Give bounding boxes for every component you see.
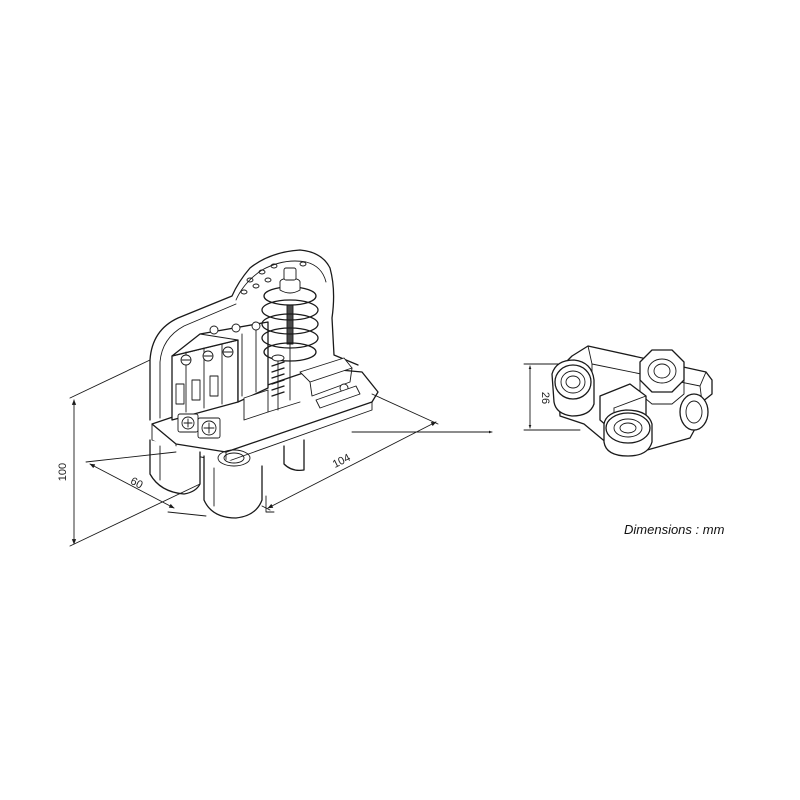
cover-outline <box>149 249 359 421</box>
contact-mechanism <box>243 357 361 421</box>
fitting-height-dimension-label: 26 <box>539 392 551 404</box>
fitting-dimension-lines <box>523 363 581 431</box>
ground-screws <box>177 413 221 439</box>
height-dimension-label: 100 <box>57 463 69 481</box>
adjustment-spring <box>261 267 319 401</box>
fitting-drawing <box>551 345 713 457</box>
depth-dimension-label: 60 <box>128 475 144 491</box>
dimensions-caption: Dimensions : mm <box>624 522 725 537</box>
terminal-block <box>171 321 269 421</box>
dimension-lines <box>69 359 439 547</box>
cover-holes <box>240 261 307 295</box>
width-dimension-label: 104 <box>331 452 353 471</box>
pressure-switch-drawing <box>149 249 379 519</box>
differential-spring <box>271 354 285 411</box>
